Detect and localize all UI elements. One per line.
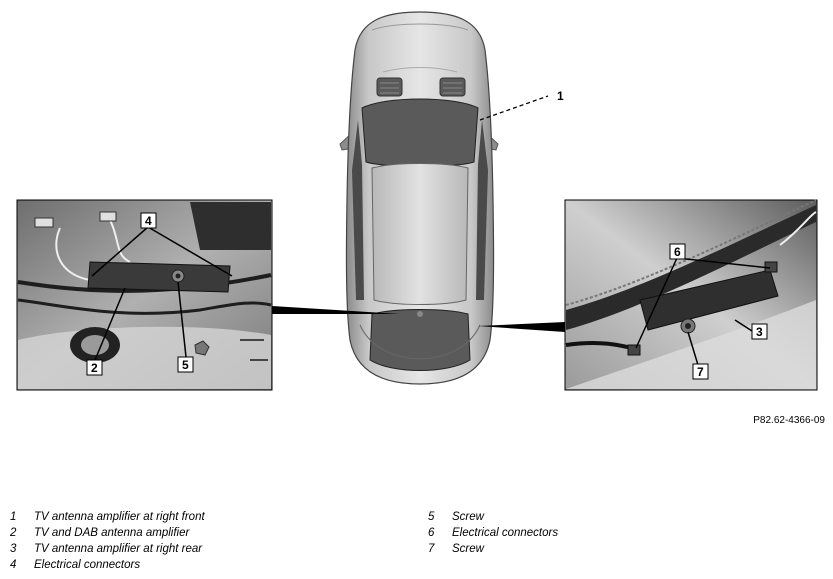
legend-text: Electrical connectors (452, 527, 559, 539)
callout-2: 2 (91, 361, 98, 375)
callout-7: 7 (697, 365, 704, 379)
pointer-wedge-left (272, 306, 400, 314)
legend-item: 4 Electrical connectors (10, 557, 205, 573)
legend-number: 7 (428, 543, 435, 555)
legend-number: 2 (10, 527, 17, 539)
legend-number: 3 (10, 543, 17, 555)
legend-item: 5 Screw (428, 509, 558, 525)
callout-3: 3 (756, 325, 763, 339)
legend-item: 6 Electrical connectors (428, 525, 558, 541)
callout-box-4 (140, 212, 157, 229)
car-top-view (339, 11, 499, 385)
legend-text: Screw (452, 543, 484, 555)
legend-text: Electrical connectors (34, 559, 141, 571)
legend-text: Screw (452, 511, 484, 523)
callout-5: 5 (182, 358, 189, 372)
callout-box-2 (86, 359, 103, 376)
legend-item: 1 TV antenna amplifier at right front (10, 509, 205, 525)
legend-item: 7 Screw (428, 541, 558, 557)
legend-number: 6 (428, 527, 435, 539)
callout-box-3 (751, 323, 768, 340)
callout-box-5 (177, 356, 194, 373)
callout-box-6 (669, 243, 686, 260)
callout-box-7 (692, 363, 709, 380)
legend-number: 4 (10, 559, 17, 571)
right-detail-panel (564, 199, 818, 391)
legend-text: TV antenna amplifier at right rear (34, 543, 203, 555)
callout-4: 4 (145, 214, 152, 228)
pointer-wedge-right (478, 322, 565, 332)
figure-reference: P82.62-4366-09 (753, 415, 825, 426)
legend-text: TV and DAB antenna amplifier (34, 527, 190, 539)
callout-1: 1 (557, 89, 564, 103)
leader-1 (479, 95, 549, 121)
legend-item: 3 TV antenna amplifier at right rear (10, 541, 205, 557)
legend-number: 5 (428, 511, 435, 523)
legend-number: 1 (10, 511, 17, 523)
callout-6: 6 (674, 245, 681, 259)
legend-item: 2 TV and DAB antenna amplifier (10, 525, 205, 541)
legend-text: TV antenna amplifier at right front (34, 511, 205, 523)
left-detail-panel (16, 199, 273, 391)
